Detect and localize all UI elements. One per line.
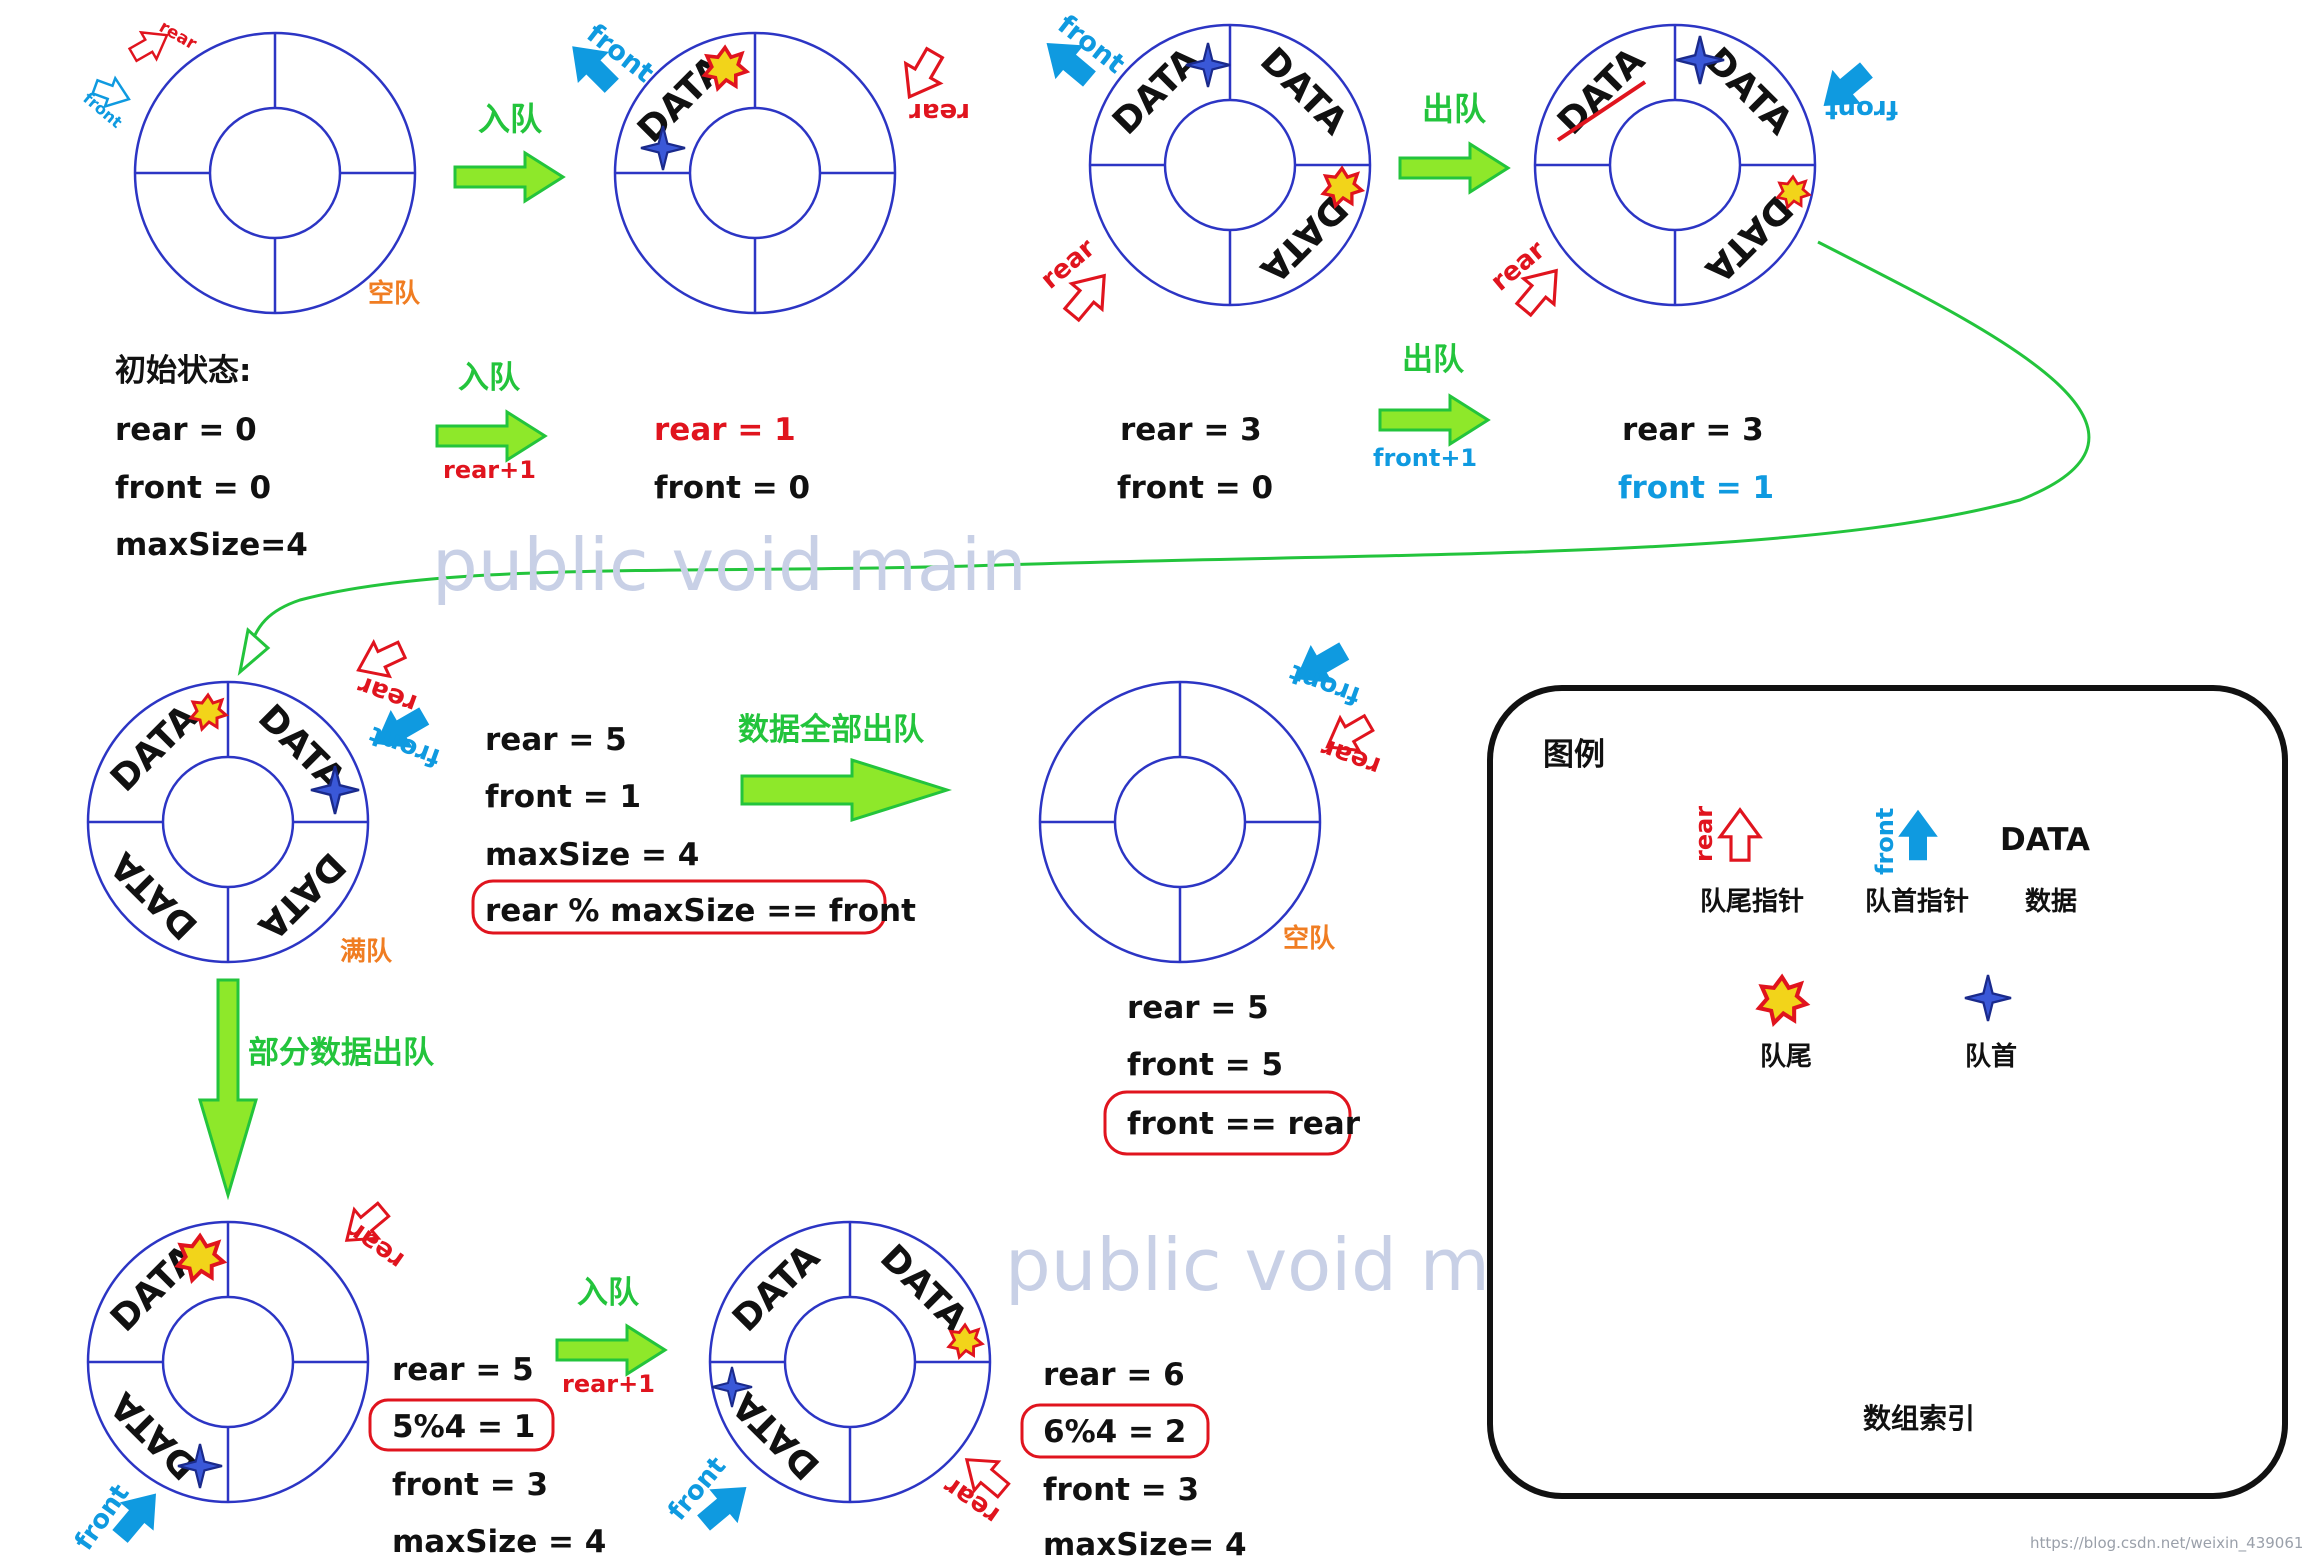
legend: 图例 rear 队尾指针 front 队首指针 DATA 数据 队尾 队首 数组… [1487,685,2288,1499]
data-cell-text: DATA [1697,40,1800,143]
state-enq2: rear = 6 6%4 = 2 front = 3 maxSize= 4 [1020,1357,1247,1557]
enqueue-label-2: 入队 [458,360,521,396]
empty-condition: front == rear [1127,1106,1361,1142]
front-value: front = 1 [1618,470,1774,506]
state-all-out: rear = 5 front = 5 front == rear [1103,990,1361,1156]
ring-all-dequeued [1038,680,1322,964]
mod-value: 6%4 = 2 [1043,1414,1186,1450]
rear-value: rear = 3 [1120,412,1262,448]
dequeue-label-2: 出队 [1402,342,1465,378]
rear-value: rear = 0 [115,412,257,448]
data-cell-text: DATA [103,697,206,800]
enqueue-arrow-2 [435,410,547,462]
front-value: front = 3 [1043,1472,1199,1508]
state-deq1: rear = 3 front = 1 [1618,412,1774,506]
data-cell-text: DATA [103,1384,206,1487]
ring-pre-dequeue [1088,23,1372,307]
front-label: front [1825,94,1898,124]
maxsize-value: maxSize = 4 [485,837,699,873]
all-dequeue-label: 数据全部出队 [738,712,925,748]
empty-queue-label: 空队 [1283,923,1336,954]
data-cell-text: DATA [725,1384,828,1487]
legend-title: 图例 [1543,737,1605,773]
head-label: 队首 [1965,1041,2017,1072]
enqueue-label-3: 入队 [577,1275,640,1311]
front-value: front = 0 [654,470,810,506]
dequeue-arrow-1 [1398,142,1510,194]
enqueue-arrow-3 [555,1324,667,1376]
pointer-arrows-ring1: rear front [79,17,200,132]
index-label: 数组索引 [1863,1402,1975,1435]
op-note: rear+1 [562,1370,655,1398]
state-partial: rear = 5 5%4 = 1 front = 3 maxSize = 4 [368,1352,606,1557]
enqueue-arrow-1 [453,151,565,203]
data-cell-text: DATA [103,844,206,947]
rear-value: rear = 5 [392,1352,534,1388]
partial-dequeue-label: 部分数据出队 [248,1035,435,1071]
mod-value: 5%4 = 1 [392,1409,535,1445]
front-label: front [1871,808,1899,875]
condition-box [1103,1090,1352,1156]
front-value: front = 3 [392,1467,548,1503]
state-title: 初始状态: [115,353,251,389]
legend-frame [1487,685,2288,1499]
data-cell-text: DATA [1550,40,1653,143]
condition-box [368,1398,555,1452]
front-value: front = 5 [1127,1047,1283,1083]
state-enq1: rear = 1 front = 0 [654,412,810,506]
state-full: rear = 5 front = 1 maxSize = 4 rear % ma… [471,722,916,935]
ring-full [86,680,370,964]
full-queue-label: 满队 [340,937,393,967]
tail-label: 队尾 [1760,1042,1812,1072]
front-pointer-label: 队首指针 [1865,886,1969,917]
rear-value: rear = 1 [654,412,796,448]
strikethrough [1556,80,1647,142]
watermark: public void main [432,523,1027,607]
op-note: rear+1 [443,456,536,484]
ring-partial-dequeue [86,1220,370,1504]
front-value: front = 0 [115,470,271,506]
all-dequeue-arrow [740,758,949,822]
state-pre-deq: rear = 3 front = 0 [1117,412,1273,506]
maxsize-value: maxSize = 4 [392,1524,606,1557]
rear-value: rear = 6 [1043,1357,1185,1393]
dequeue-label-1: 出队 [1422,90,1487,128]
state-initial: 初始状态: rear = 0 front = 0 maxSize=4 [115,353,308,563]
rear-label: rear [909,97,970,127]
maxsize-value: maxSize= 4 [1043,1527,1247,1557]
data-cell-text: DATA [872,1237,975,1340]
enqueue-label-1: 入队 [478,100,543,138]
data-cell-text: DATA [250,844,353,947]
dequeue-arrow-2 [1378,394,1490,446]
data-label: 数据 [2025,887,2077,917]
partial-dequeue-arrow [197,978,259,1201]
flow-connector [246,240,2091,656]
full-condition: rear % maxSize == front [485,893,916,929]
rear-value: rear = 5 [1127,990,1269,1026]
data-cell-text: DATA [725,1237,828,1340]
connector-head [237,627,271,676]
data-word: DATA [2000,822,2090,858]
ring-dequeue-1 [1533,23,1817,307]
rear-label: rear [1690,806,1718,862]
maxsize-value: maxSize=4 [115,527,308,563]
condition-box [1020,1403,1210,1459]
rear-pointer-label: 队尾指针 [1700,887,1804,917]
rear-value: rear = 3 [1622,412,1764,448]
rear-value: rear = 5 [485,722,627,758]
ring-enqueue-1 [613,31,897,315]
empty-queue-label: 空队 [368,278,421,309]
front-value: front = 1 [485,779,641,815]
ring-initial [133,31,417,315]
data-cell-text: DATA [1252,40,1355,143]
footer-url: https://blog.csdn.net/weixin_43906121 [2030,1534,2302,1553]
data-cell-text: DATA [1697,187,1800,290]
ring-enqueue-2 [708,1220,992,1504]
front-value: front = 0 [1117,470,1273,506]
condition-box [471,879,887,935]
op-note: front+1 [1373,444,1477,472]
